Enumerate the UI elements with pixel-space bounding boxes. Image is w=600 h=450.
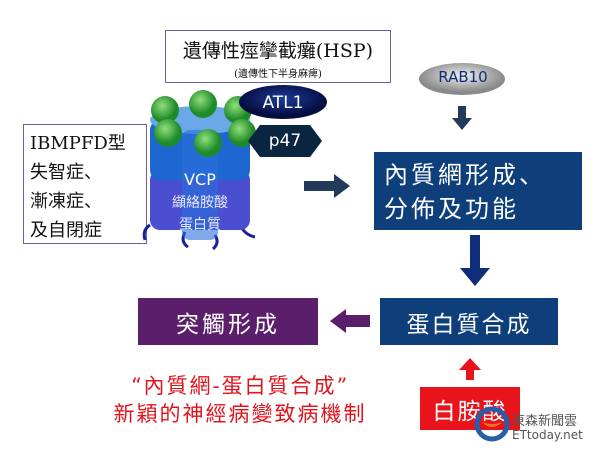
caption-line1: “內質網-蛋白質合成”	[130, 374, 350, 398]
arrow-left-icon	[330, 309, 370, 333]
vcp-protein-icon	[142, 90, 256, 251]
er-box: 內質網形成、 分佈及功能	[374, 152, 582, 230]
p47-label: p47	[268, 131, 302, 151]
arrow-right-icon	[304, 174, 350, 198]
hsp-title: 遺傳性痙攣截癱(HSP)	[182, 40, 374, 62]
atl1-label: ATL1	[262, 93, 304, 113]
vcp-label: VCP	[184, 170, 216, 189]
arrow-up-icon	[459, 358, 481, 380]
vcp-desc: 蛋白質	[179, 217, 221, 233]
arrow-icons	[304, 106, 490, 380]
p47-hexagon	[248, 125, 322, 157]
arrow-down-icon	[452, 106, 472, 130]
rab10-label: RAB10	[438, 68, 488, 86]
protein-synthesis-box: 蛋白質合成	[380, 298, 558, 345]
ibmpfd-line: IBMPFD型	[30, 133, 126, 154]
watermark-en: ETtoday.net	[512, 428, 583, 442]
watermark-cn: 東森新聞雲	[512, 414, 578, 429]
hsp-box: 遺傳性痙攣截癱(HSP) (遺傳性下半身麻痺)	[165, 30, 391, 83]
ibmpfd-line: 及自閉症	[30, 220, 102, 241]
ibmpfd-line: 漸凍症、	[30, 191, 102, 212]
ibmpfd-line: 失智症、	[30, 162, 102, 183]
ibmpfd-box: IBMPFD型 失智症、 漸凍症、 及自閉症	[23, 124, 147, 244]
vcp-desc: 纈絡胺酸	[172, 195, 228, 211]
rab10-ellipse	[419, 63, 505, 95]
arrow-down-icon	[460, 235, 490, 286]
er-line: 內質網形成、	[384, 161, 546, 189]
synapse-box: 突觸形成	[138, 298, 318, 345]
atl1-ellipse	[239, 85, 327, 119]
leucine-box: 白胺酸	[420, 387, 520, 430]
caption-line2: 新穎的神經病變致病機制	[113, 402, 367, 426]
hsp-subtitle: (遺傳性下半身麻痺)	[234, 69, 322, 80]
er-line: 分佈及功能	[384, 195, 519, 223]
ettoday-watermark: 東森新聞雲 ETtoday.net	[470, 398, 600, 450]
ettoday-logo-icon	[474, 406, 510, 442]
